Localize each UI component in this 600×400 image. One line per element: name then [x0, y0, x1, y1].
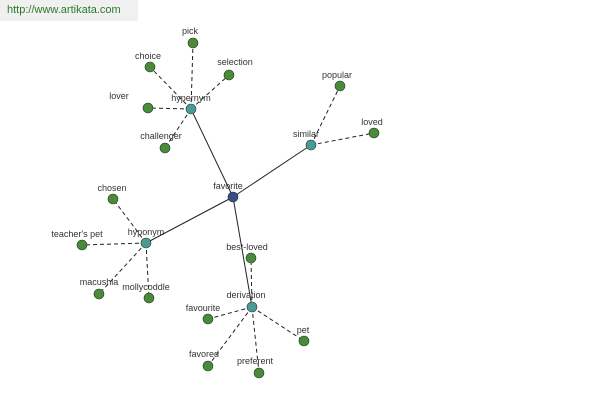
node-dot[interactable] — [253, 367, 265, 379]
node-best-loved[interactable]: best-loved — [226, 242, 268, 264]
node-teachers-pet[interactable]: teacher's pet — [51, 229, 103, 251]
edge-favorite-hypernym — [190, 108, 234, 198]
node-label: favorite — [213, 181, 243, 191]
node-loved[interactable]: loved — [361, 117, 383, 139]
node-label: preferent — [237, 356, 274, 366]
node-label: favourite — [186, 303, 221, 313]
edge-hypernym-selection — [190, 74, 230, 110]
site-url-link[interactable]: http://www.artikata.com — [7, 4, 121, 16]
node-similar[interactable]: similar — [293, 129, 319, 151]
node-dot[interactable] — [159, 142, 171, 154]
node-label: best-loved — [226, 242, 268, 252]
node-hypernym[interactable]: hypernym — [171, 93, 211, 115]
node-dot[interactable] — [245, 252, 257, 264]
edge-derivation-favored — [207, 306, 253, 367]
node-dot[interactable] — [107, 193, 119, 205]
node-preferent[interactable]: preferent — [237, 356, 274, 379]
node-label: mollycoddle — [122, 282, 170, 292]
node-challenger[interactable]: challenger — [140, 131, 182, 154]
edge-derivation-favourite — [207, 306, 253, 320]
node-selection[interactable]: selection — [217, 57, 253, 81]
edge-hypernym-challenger — [164, 108, 192, 149]
edge-favorite-hyponym — [145, 196, 234, 244]
node-dot[interactable] — [76, 239, 88, 251]
url-banner: http://www.artikata.com — [0, 0, 138, 21]
edge-derivation-pet — [251, 306, 305, 342]
node-dot[interactable] — [223, 69, 235, 81]
edge-hyponym-chosen — [112, 198, 147, 244]
node-label: selection — [217, 57, 253, 67]
node-label: hyponym — [128, 227, 165, 237]
node-favored[interactable]: favored — [189, 349, 219, 372]
node-label: pet — [297, 325, 310, 335]
node-choice[interactable]: choice — [135, 51, 161, 73]
node-dot[interactable] — [298, 335, 310, 347]
node-dot[interactable] — [187, 37, 199, 49]
node-dot[interactable] — [202, 360, 214, 372]
node-dot[interactable] — [368, 127, 380, 139]
node-label: similar — [293, 129, 319, 139]
node-dot[interactable] — [140, 237, 152, 249]
node-lover[interactable]: lover — [109, 91, 154, 114]
node-dot[interactable] — [142, 102, 154, 114]
node-dot[interactable] — [334, 80, 346, 92]
edge-hyponym-macushla — [98, 242, 147, 295]
node-favorite[interactable]: favorite — [213, 181, 243, 203]
node-label: chosen — [97, 183, 126, 193]
node-derivation[interactable]: derivation — [226, 290, 266, 313]
node-dot[interactable] — [93, 288, 105, 300]
edge-hyponym-mollycoddle — [145, 242, 150, 299]
node-label: pick — [182, 26, 199, 36]
node-chosen[interactable]: chosen — [97, 183, 127, 205]
node-dot[interactable] — [202, 313, 214, 325]
node-dot[interactable] — [185, 103, 197, 115]
node-label: teacher's pet — [51, 229, 103, 239]
node-popular[interactable]: popular — [322, 70, 352, 92]
node-dot[interactable] — [143, 292, 155, 304]
node-pet[interactable]: pet — [297, 325, 310, 347]
node-hyponym[interactable]: hyponym — [128, 227, 165, 249]
node-label: macushla — [80, 277, 119, 287]
node-label: challenger — [140, 131, 182, 141]
node-label: popular — [322, 70, 352, 80]
node-dot[interactable] — [227, 191, 239, 203]
node-dot[interactable] — [305, 139, 317, 151]
node-label: choice — [135, 51, 161, 61]
node-pick[interactable]: pick — [182, 26, 199, 49]
node-macushla[interactable]: macushla — [80, 277, 119, 300]
edge-favorite-derivation — [232, 196, 253, 308]
node-label: favored — [189, 349, 219, 359]
edges-layer — [81, 42, 375, 374]
edge-hypernym-lover — [147, 107, 192, 110]
node-dot[interactable] — [246, 301, 258, 313]
nodes-layer: favorite hypernym similar hyponym derivation… — [51, 26, 383, 379]
node-label: derivation — [226, 290, 265, 300]
edge-similar-loved — [310, 132, 375, 146]
edge-hyponym-teachers_pet — [81, 242, 147, 246]
edge-derivation-best_loved — [250, 257, 253, 308]
node-label: lover — [109, 91, 129, 101]
node-mollycoddle[interactable]: mollycoddle — [122, 282, 170, 304]
edge-similar-popular — [310, 85, 341, 146]
node-dot[interactable] — [144, 61, 156, 73]
node-label: hypernym — [171, 93, 211, 103]
node-label: loved — [361, 117, 383, 127]
edge-hypernym-choice — [149, 66, 192, 110]
edge-favorite-similar — [232, 144, 312, 198]
node-favourite[interactable]: favourite — [186, 303, 221, 325]
